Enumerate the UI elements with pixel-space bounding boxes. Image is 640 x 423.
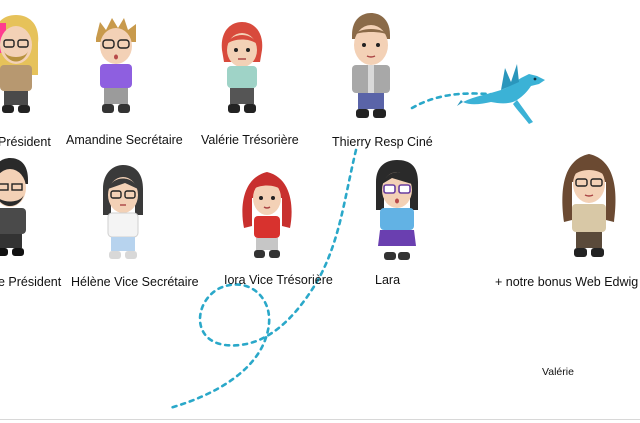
label-president: Président bbox=[0, 135, 51, 149]
signature-text: Valérie bbox=[542, 366, 574, 378]
label-helene: Hélène Vice Secrétaire bbox=[71, 275, 199, 289]
avatar-lara bbox=[376, 160, 418, 260]
avatar-edwige bbox=[562, 154, 616, 257]
avatar-amandine bbox=[96, 18, 136, 113]
dragon-icon bbox=[457, 64, 545, 124]
label-iora: Iora Vice Trésorière bbox=[224, 273, 333, 287]
label-thierry: Thierry Resp Ciné bbox=[332, 135, 433, 149]
avatar-valerie bbox=[221, 22, 263, 113]
bottom-divider bbox=[0, 419, 640, 420]
label-bonus: + notre bonus Web Edwig bbox=[495, 275, 639, 289]
avatar-president bbox=[0, 15, 39, 113]
label-amandine: Amandine Secrétaire bbox=[66, 133, 183, 147]
avatar-thierry bbox=[352, 13, 390, 118]
avatar-helene bbox=[103, 165, 143, 259]
label-lara: Lara bbox=[375, 273, 401, 287]
avatar-iora bbox=[242, 172, 292, 258]
label-valerie: Valérie Trésorière bbox=[201, 133, 299, 147]
avatar-vice-president bbox=[0, 158, 28, 256]
label-vice-president: e Président bbox=[0, 275, 62, 289]
